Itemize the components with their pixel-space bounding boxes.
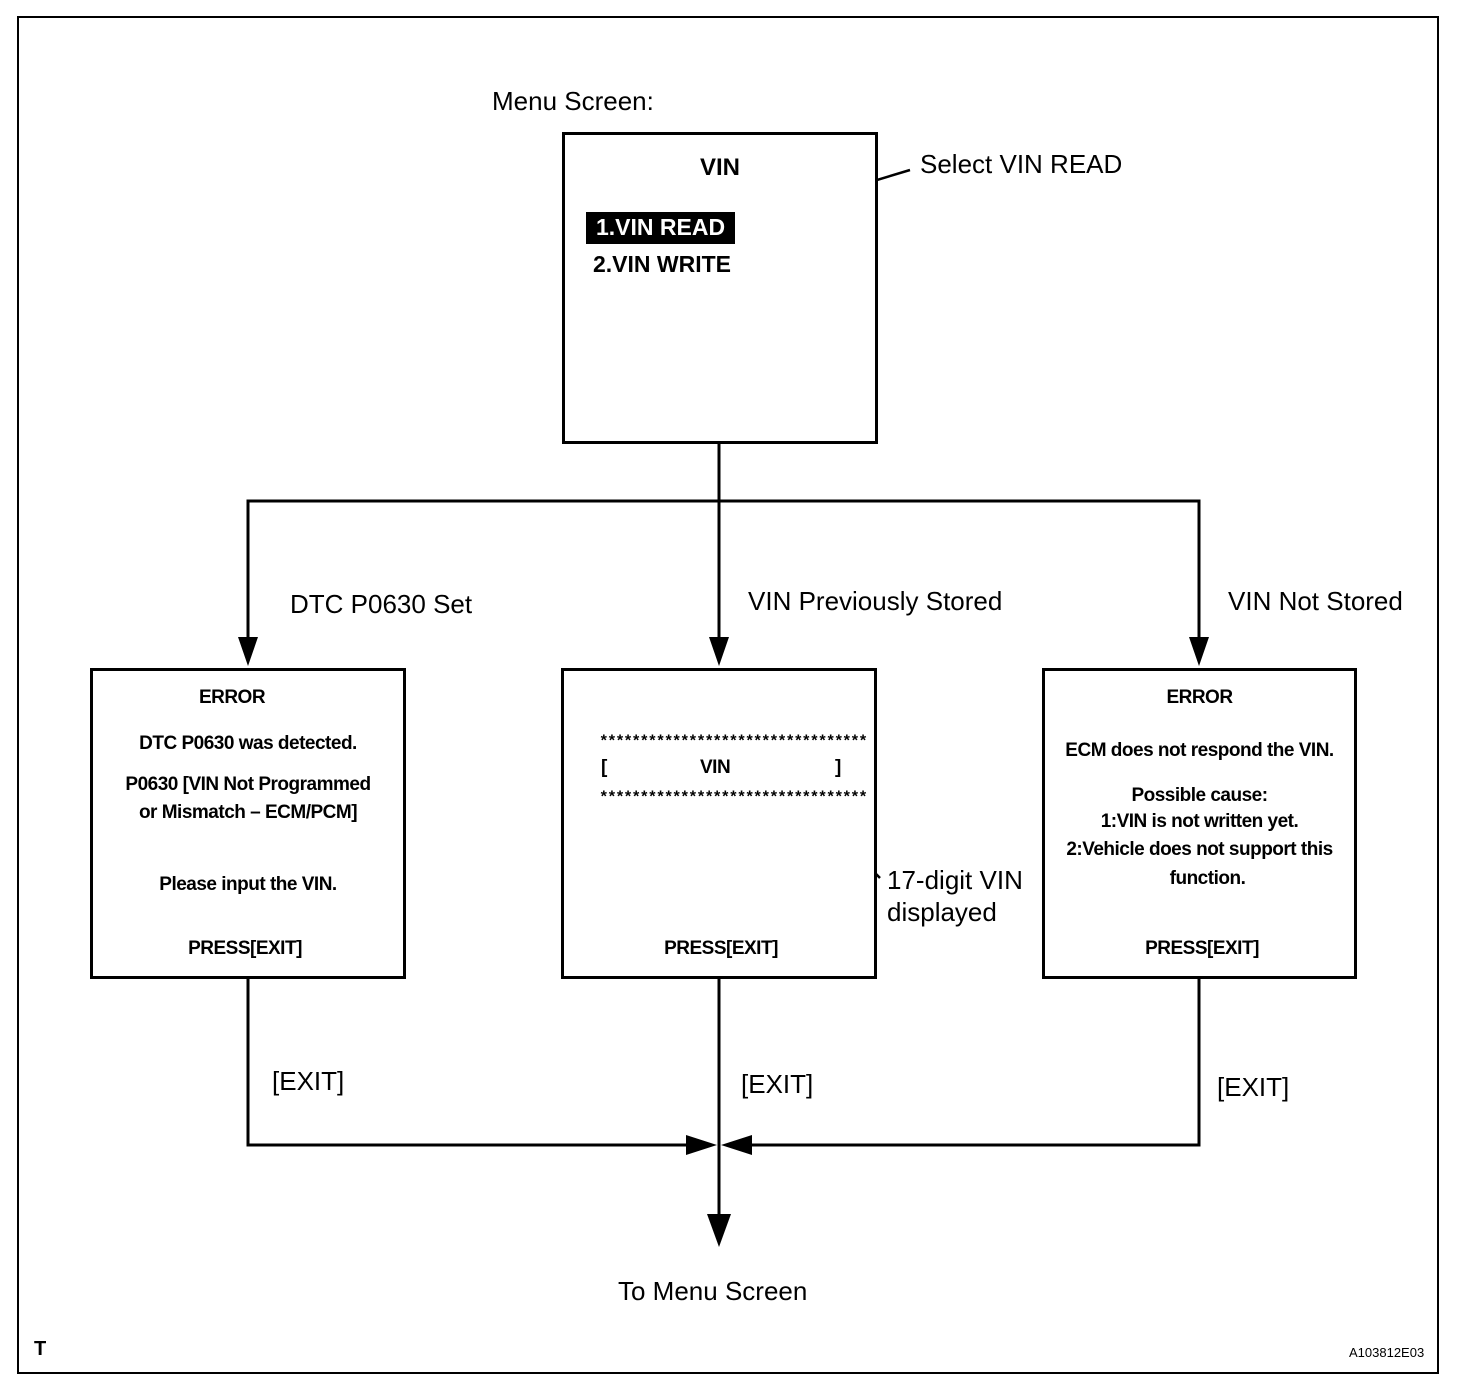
ecm-no-response-text: ECM does not respond the VIN. [1065,740,1334,761]
bracket-close: ] [835,757,841,778]
vin-display-screen [561,668,877,979]
menu-caption: Menu Screen: [492,86,654,116]
press-exit-middle[interactable]: PRESS[EXIT] [664,938,778,959]
arrow-to-menu [707,1214,731,1247]
menu-item-vin-read[interactable]: 1.VIN READ [586,212,736,244]
to-menu-screen-label: To Menu Screen [618,1276,808,1306]
error-screen-not-stored [1042,668,1357,979]
branch-label-dtc: DTC P0630 Set [290,589,473,619]
stars-bottom: ********************************* [599,789,868,807]
arrow-down-right [1189,637,1209,666]
arrow-down-left [238,637,258,666]
cause-2-continued: function. [1169,868,1246,889]
branch-label-stored: VIN Previously Stored [748,586,1003,616]
merge-line-right [740,979,1201,1147]
dtc-detected-text: DTC P0630 was detected. [139,733,357,754]
error-title-left: ERROR [198,687,266,708]
error-screen-dtc [90,668,406,979]
arrow-merge-right [721,1135,752,1155]
arrow-merge-left [686,1135,717,1155]
cause-2-text: 2:Vehicle does not support this [1066,839,1333,860]
press-exit-right[interactable]: PRESS[EXIT] [1145,938,1259,959]
callout-vin-line1: 17-digit VIN [887,865,1023,895]
input-vin-prompt: Please input the VIN. [159,874,337,895]
possible-cause-heading: Possible cause: [1131,785,1268,806]
branch-label-not-stored: VIN Not Stored [1228,586,1403,616]
vin-value: VIN [700,757,731,778]
cause-1-text: 1:VIN is not written yet. [1100,811,1299,832]
callout-vin-line2: displayed [887,897,997,927]
exit-label-left: [EXIT] [272,1066,345,1096]
menu-title: VIN [699,154,740,181]
bracket-open: [ [601,757,607,778]
corner-mark: T [34,1338,47,1360]
exit-label-right: [EXIT] [1217,1072,1290,1102]
figure-id: A103812E03 [1349,1345,1425,1360]
menu-screen [562,132,878,444]
press-exit-left[interactable]: PRESS[EXIT] [188,938,302,959]
merge-line-left [246,979,700,1147]
diagram-frame [17,16,1439,1374]
exit-label-middle: [EXIT] [741,1069,814,1099]
stars-top: ********************************* [599,733,868,751]
dtc-description-line2: or Mismatch – ECM/PCM] [138,802,358,823]
menu-item-vin-write[interactable]: 2.VIN WRITE [593,251,732,277]
callout-select-vin-read: Select VIN READ [920,149,1123,179]
arrow-down-middle [709,637,729,666]
error-title-right: ERROR [1166,687,1233,708]
dtc-description-line1: P0630 [VIN Not Programmed [125,774,371,795]
split-line [246,499,1201,648]
